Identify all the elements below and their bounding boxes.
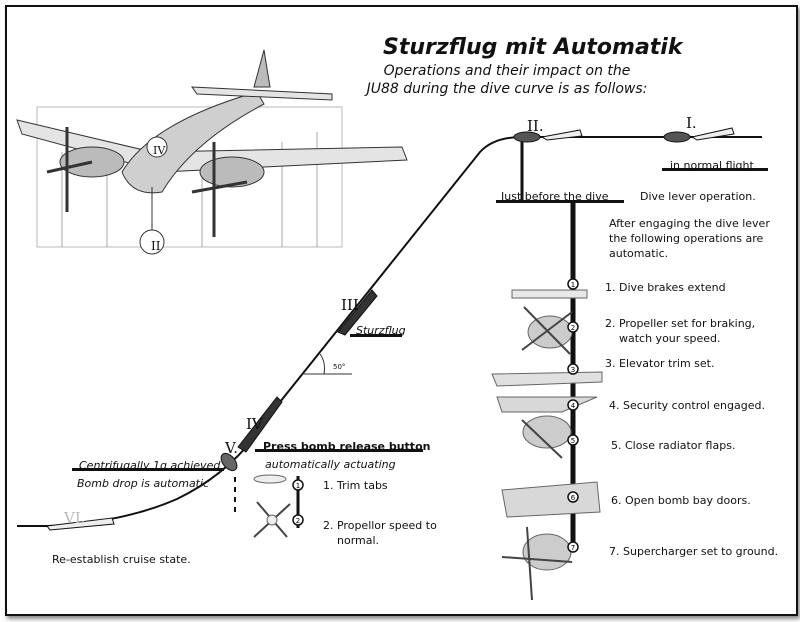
after-engaging-line-1: After engaging the dive lever	[609, 217, 770, 230]
plane-label-IV: IV	[153, 144, 166, 157]
normal-flight-label: in normal flight	[670, 159, 754, 172]
dive-angle-marker	[302, 353, 352, 375]
before-dive-label: Just before the dive	[501, 190, 609, 203]
step-node-5	[567, 434, 579, 446]
lower-step-1-label: 1. Trim tabs	[323, 479, 388, 492]
step-7-label: 7. Supercharger set to ground.	[609, 545, 779, 558]
position-label-III: III	[341, 296, 359, 314]
step-3-label: 3. Elevator trim set.	[605, 357, 715, 370]
diagram-subtitle-1: Operations and their impact on the	[383, 63, 631, 79]
lower-step-number-1: 1	[296, 482, 300, 490]
step-number-1: 1	[571, 281, 575, 289]
position-label-VI: VI.	[64, 509, 86, 527]
plane-label-II: II	[151, 239, 161, 253]
step-node-6	[567, 491, 579, 503]
step-number-7: 7	[571, 544, 575, 552]
step-illustrations	[253, 289, 603, 601]
press-bomb-label: Press bomb release button	[263, 440, 431, 453]
after-engaging-line-2: the following operations are	[609, 232, 764, 245]
lower-step-number-2: 2	[296, 517, 300, 525]
step-5-label: 5. Close radiator flaps.	[611, 439, 736, 452]
position-label-I: I.	[686, 114, 697, 132]
position-label-IV: IV	[246, 415, 263, 433]
lower-step-node-1	[292, 479, 304, 491]
step-number-5: 5	[571, 437, 575, 445]
step-number-6: 6	[571, 494, 576, 502]
diagram-title: Sturzflug mit Automatik	[383, 35, 683, 60]
step-node-7	[567, 541, 579, 553]
lower-step-number-nodes: 12	[292, 479, 304, 526]
step-node-4	[567, 399, 579, 411]
lower-step-node-2	[292, 514, 304, 526]
dive-lever-label: Dive lever operation.	[640, 190, 756, 203]
step-2-label: 2. Propeller set for braking, watch your…	[605, 317, 756, 345]
reestablish-label: Re-establish cruise state.	[52, 553, 191, 566]
step-number-2: 2	[571, 324, 575, 332]
step-number-3: 3	[571, 366, 575, 374]
bomb-drop-label: Bomb drop is automatic	[77, 477, 210, 490]
step-6-label: 6. Open bomb bay doors.	[611, 494, 751, 507]
step-node-2	[567, 321, 579, 333]
position-label-V: V.	[225, 439, 238, 457]
curve-plane-markers	[46, 127, 735, 531]
after-engaging-line-3: automatic.	[609, 247, 669, 260]
sturzflug-label: Sturzflug	[356, 324, 406, 337]
step-1-label: 1. Dive brakes extend	[605, 281, 726, 294]
centrifugally-label: Centrifugally 1g achieved	[79, 459, 221, 472]
lower-step-2-label: 2. Propellor speed to normal.	[323, 519, 437, 547]
step-node-1	[567, 278, 579, 290]
ju88-plane-illustration	[16, 49, 408, 255]
position-label-II: II.	[527, 117, 544, 135]
auto-actuating-label: automatically actuating	[265, 458, 396, 471]
dive-angle-label: 50°	[333, 363, 346, 371]
step-node-3	[567, 363, 579, 375]
label-underlines	[72, 168, 768, 471]
diagram-subtitle-2: JU88 during the dive curve is as follows…	[366, 81, 648, 97]
step-number-4: 4	[571, 402, 576, 410]
step-4-label: 4. Security control engaged.	[609, 399, 765, 412]
step-number-nodes: 1 2 3 4 5 6 7	[567, 278, 579, 553]
